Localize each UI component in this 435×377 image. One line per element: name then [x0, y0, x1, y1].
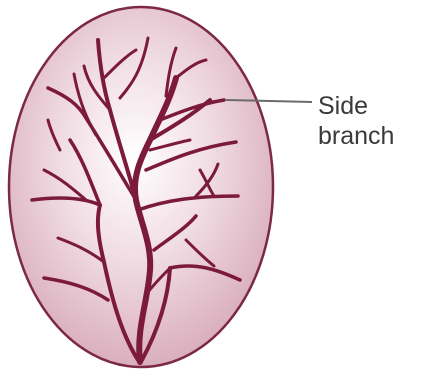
side-branch-label-line2: branch [318, 121, 394, 151]
side-branch-label-line1: Side [318, 91, 394, 121]
side-branch-label: Side branch [318, 91, 394, 151]
